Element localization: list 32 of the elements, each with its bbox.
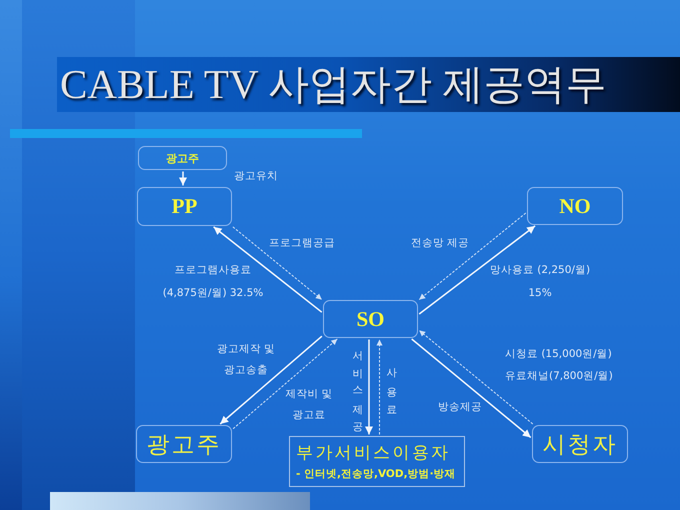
entity-box: SO [323, 300, 418, 338]
arrow [411, 338, 532, 438]
entity-box [289, 436, 465, 487]
edge-label: 전송망 제공 [410, 236, 470, 251]
edge-label: 프로그램공급 [268, 236, 336, 251]
edge-label: 프로그램사용료 (4,875원/월) 32.5% [162, 263, 264, 301]
arrow [418, 212, 526, 300]
entity-name: 부가서비스이용자 [296, 442, 450, 465]
edge-label: 광고유치 [233, 169, 279, 184]
edge-label: 사용료 [384, 359, 398, 418]
edge-label: 방송제공 [437, 400, 483, 415]
arrow [232, 226, 322, 300]
entity-box: NO [527, 187, 623, 225]
edge-label: 시청료 (15,000원/월) 유료채널(7,800원/월) [505, 347, 614, 384]
entity-box: PP [137, 187, 232, 226]
edge-label: 서비스제공 [350, 342, 364, 432]
arrow [365, 340, 373, 434]
arrow [179, 172, 187, 186]
entity-box: 광고주 [136, 425, 232, 463]
edge-label: 망사용료 (2,250/월) 15% [488, 263, 592, 301]
arrow [376, 339, 382, 435]
arrow [418, 330, 534, 424]
entity-description: - 인터넷,전송망,VOD,방범·방재 [296, 467, 456, 482]
arrow [232, 338, 338, 430]
arrow [418, 225, 536, 315]
edge-label: 광고제작 및 광고송출 [216, 342, 276, 378]
edge-label: 제작비 및 광고료 [284, 387, 334, 423]
entity-box: 시청자 [532, 425, 628, 463]
title-banner: CABLE TV 사업자간 제공역무 [57, 57, 680, 112]
arrow [213, 226, 322, 313]
entity-box: 광고주 [138, 146, 227, 170]
arrow [220, 336, 322, 425]
